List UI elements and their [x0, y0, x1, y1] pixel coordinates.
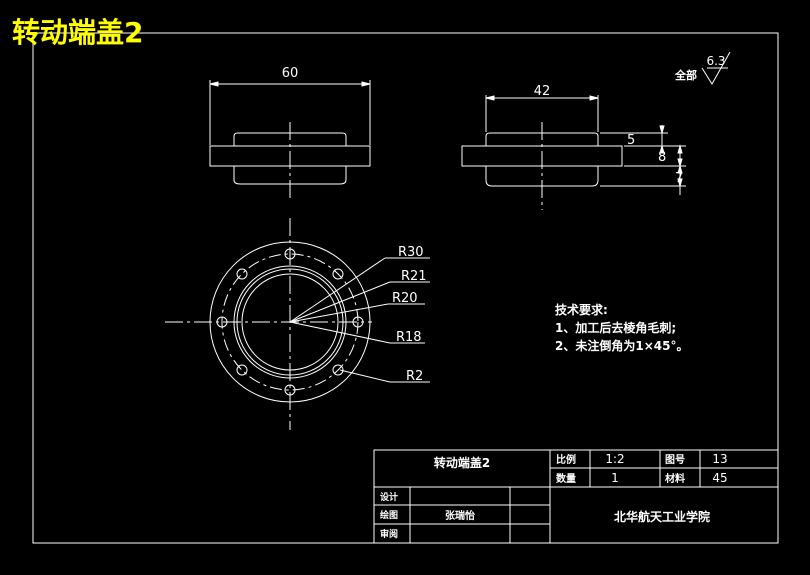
tb-drawer-name: 张瑞怡 — [445, 509, 475, 522]
tb-draw-label: 绘图 — [380, 509, 398, 521]
front-view — [209, 80, 371, 200]
side-view — [461, 95, 686, 210]
tb-material-value: 45 — [712, 471, 727, 485]
tb-qty-label: 数量 — [556, 472, 576, 485]
dim-r30: R30 — [398, 245, 424, 260]
dim-r21: R21 — [401, 269, 427, 284]
dim-8: 8 — [658, 150, 666, 165]
top-view — [165, 218, 430, 430]
tb-design-label: 设计 — [380, 491, 398, 503]
dim-r18: R18 — [396, 330, 422, 345]
tb-drawing-no-label: 图号 — [665, 454, 685, 466]
tb-scale-label: 比例 — [556, 453, 576, 466]
dim-42: 42 — [534, 84, 551, 99]
dim-r2: R2 — [406, 369, 423, 384]
tb-review-label: 审阅 — [380, 528, 398, 540]
drawing-title: 转动端盖2 — [12, 16, 143, 49]
dim-5: 5 — [627, 133, 635, 148]
tb-qty-value: 1 — [611, 471, 619, 485]
title-block — [373, 449, 779, 544]
drawing-border — [32, 32, 779, 544]
tb-scale-value: 1:2 — [605, 452, 624, 466]
tech-line-1: 1、加工后去棱角毛刺; — [555, 320, 676, 335]
tb-material-label: 材料 — [665, 472, 685, 485]
tech-heading: 技术要求: — [555, 302, 608, 317]
roughness-symbol — [701, 51, 731, 85]
tb-drawing-no-value: 13 — [712, 452, 727, 466]
tech-line-2: 2、未注倒角为1×45°。 — [555, 338, 688, 353]
dim-60: 60 — [282, 66, 299, 81]
tb-part-name: 转动端盖2 — [434, 455, 490, 470]
tb-school: 北华航天工业学院 — [614, 509, 710, 524]
roughness-label: 全部 — [674, 68, 697, 82]
dim-7: 7 — [675, 171, 683, 186]
dim-r20: R20 — [392, 291, 418, 306]
roughness-value: 6.3 — [706, 54, 725, 68]
